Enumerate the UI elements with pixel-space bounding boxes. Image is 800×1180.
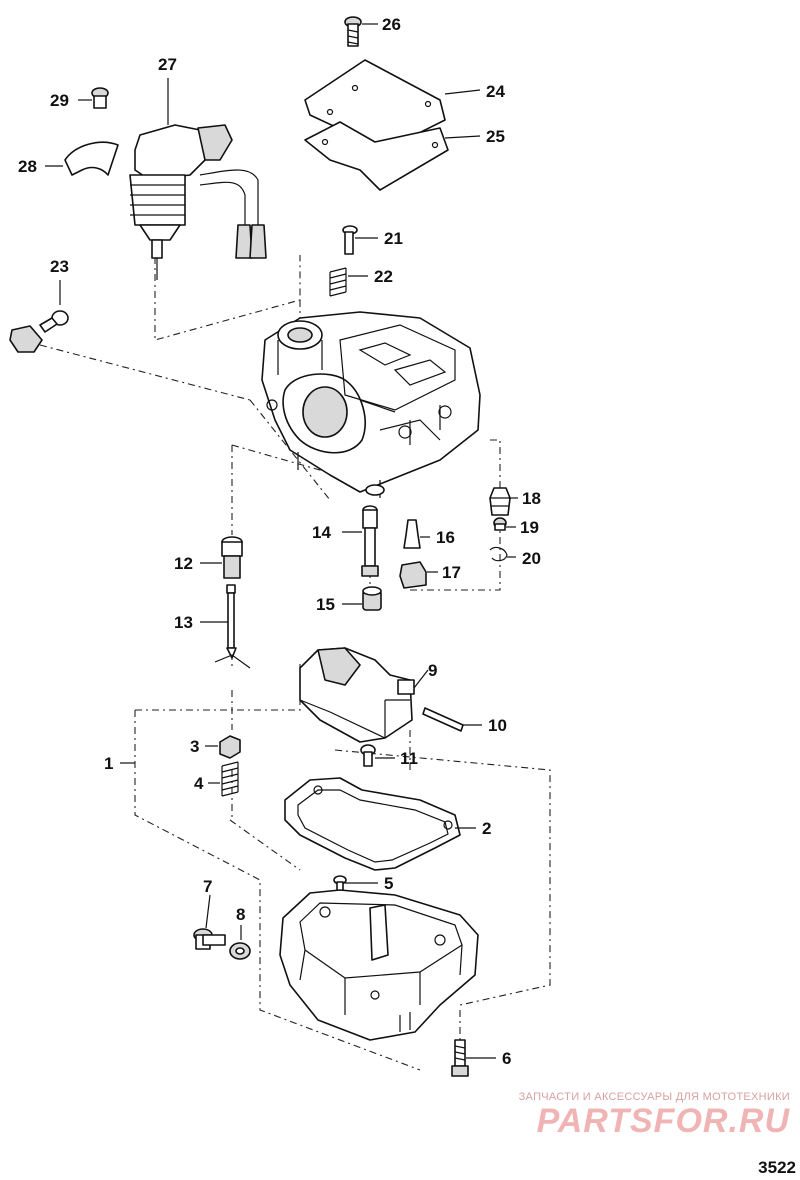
- callout-3: 3: [190, 737, 199, 756]
- part-2-gasket: [284, 777, 461, 871]
- part-22-spring: [329, 267, 347, 297]
- callout-10: 10: [488, 716, 507, 735]
- callout-29: 29: [50, 91, 69, 110]
- callout-23: 23: [50, 257, 69, 276]
- callout-9: 9: [428, 661, 437, 680]
- part-19-seat: [493, 517, 507, 531]
- callout-28: 28: [18, 157, 37, 176]
- callout-13: 13: [174, 613, 193, 632]
- part-29-screw: [91, 87, 109, 109]
- part-27-solenoid: [129, 124, 267, 280]
- callout-21: 21: [384, 229, 403, 248]
- part-26-screw: [344, 16, 362, 47]
- part-11-screw: [360, 744, 376, 767]
- part-7-drain-screw: [193, 928, 226, 950]
- part-16-pilot-jet: [403, 519, 421, 549]
- figure-number: 3522: [758, 1158, 796, 1177]
- callout-16: 16: [436, 528, 455, 547]
- callout-22: 22: [374, 267, 393, 286]
- watermark-tagline: ЗАПЧАСТИ И АКСЕССУАРЫ ДЛЯ МОТОТЕХНИКИ: [519, 1091, 790, 1103]
- part-25-gasket: [304, 121, 449, 191]
- callout-18: 18: [522, 489, 541, 508]
- callout-26: 26: [382, 15, 401, 34]
- callout-20: 20: [522, 549, 541, 568]
- callout-24: 24: [486, 82, 505, 101]
- callout-27: 27: [158, 55, 177, 74]
- callout-19: 19: [520, 518, 539, 537]
- callout-17: 17: [442, 563, 461, 582]
- callout-5: 5: [384, 874, 393, 893]
- part-15-jet: [362, 586, 382, 611]
- callout-15: 15: [316, 595, 335, 614]
- part-9-float: [299, 647, 415, 743]
- callout-11: 11: [400, 749, 418, 768]
- part-10-pin: [422, 707, 464, 732]
- watermark-brand: PARTSFOR.RU: [537, 1102, 791, 1140]
- part-17-plug: [399, 561, 427, 589]
- callout-8: 8: [236, 905, 245, 924]
- callout-25: 25: [486, 127, 505, 146]
- callout-6: 6: [502, 1049, 511, 1068]
- callout-14: 14: [312, 523, 331, 542]
- part-23-screw: [9, 310, 69, 353]
- watermark: ЗАПЧАСТИ И АКСЕССУАРЫ ДЛЯ МОТОТЕХНИКИ PA…: [519, 1091, 791, 1140]
- part-20-clip: [489, 546, 508, 562]
- callout-labels: 26 24 25 27 29 28 23 21 22 18 19 20 14 1…: [18, 15, 541, 1068]
- part-21-screw: [342, 225, 358, 255]
- part-8-washer: [229, 942, 251, 960]
- part-3-nut: [219, 735, 241, 759]
- callout-1: 1: [104, 754, 113, 773]
- part-12-nut: [221, 536, 243, 579]
- callout-4: 4: [194, 774, 204, 793]
- part-6-screw: [451, 1039, 469, 1077]
- part-13-needle: [214, 584, 251, 669]
- part-14-nozzle: [361, 505, 379, 577]
- part-28-clip: [64, 141, 119, 176]
- part-4-spring: [221, 761, 239, 797]
- part-18-valve: [489, 487, 511, 516]
- callout-12: 12: [174, 554, 193, 573]
- callout-2: 2: [482, 819, 491, 838]
- float-bowl: [279, 889, 479, 1041]
- carburetor-body: [261, 311, 481, 498]
- callout-leaders: [45, 23, 518, 1059]
- callout-7: 7: [203, 877, 212, 896]
